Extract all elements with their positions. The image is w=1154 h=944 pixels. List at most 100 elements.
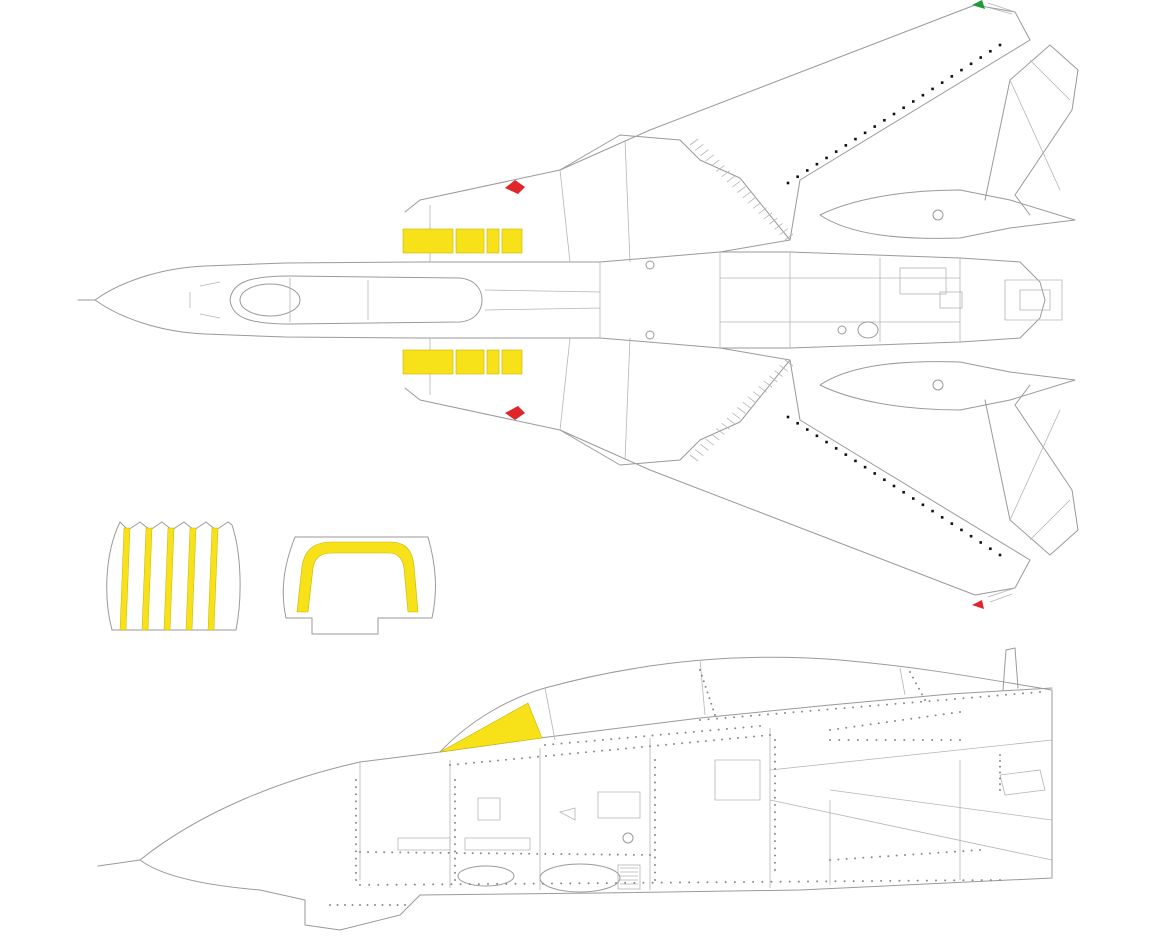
rivet [423, 883, 425, 886]
hatch-line [763, 212, 773, 220]
rivet [847, 739, 850, 741]
rivet [999, 765, 1001, 768]
rivet [544, 744, 546, 746]
rivet [909, 671, 911, 673]
rivet [626, 736, 629, 739]
rivet [454, 879, 456, 881]
hatch-line [753, 202, 762, 209]
rivet [860, 705, 863, 708]
rivet [774, 767, 776, 770]
rivet [560, 853, 563, 856]
rivet [792, 711, 795, 714]
rivet [465, 762, 467, 765]
hatch-line [768, 217, 778, 225]
rivet [904, 854, 906, 856]
wing-strip-dot [998, 553, 1002, 557]
rivet [926, 715, 929, 718]
rivet [632, 853, 635, 856]
rivet [536, 852, 539, 855]
intake-yellow-strip [207, 527, 219, 631]
lower-engine-nacelle [819, 361, 1076, 411]
rivet [355, 800, 357, 803]
rivet [734, 727, 737, 730]
rivet [699, 719, 701, 721]
rivet [902, 718, 905, 721]
rivet [745, 736, 747, 739]
wing-strip-dot [815, 162, 819, 166]
rivet [355, 786, 357, 789]
rivet [929, 852, 931, 855]
rivet [529, 756, 531, 759]
rivet [886, 703, 888, 706]
rivet [915, 682, 917, 685]
rivet [999, 879, 1001, 881]
rivet [601, 738, 604, 741]
rivet [454, 807, 456, 810]
rivet [544, 852, 547, 855]
aircraft-top-view [77, 0, 1079, 609]
hatch-line [779, 228, 788, 236]
canopy-outline [229, 275, 483, 325]
rivet [610, 738, 613, 741]
rivet [940, 739, 943, 741]
rivet [454, 821, 456, 824]
rivet [937, 851, 940, 854]
rivet [684, 731, 687, 734]
windscreen-yellow-frame [296, 541, 419, 613]
lower-glove [404, 359, 791, 466]
rivet [942, 713, 945, 716]
rivet [697, 740, 699, 743]
rivet [383, 851, 386, 854]
rivet [634, 735, 637, 738]
rivet [359, 851, 361, 853]
glove-vane-mask [501, 228, 523, 254]
rivet [455, 852, 458, 854]
side-panel-lines [359, 728, 961, 890]
rivet [654, 834, 656, 836]
side-port [622, 832, 634, 844]
rivet [512, 852, 515, 855]
rivet [447, 851, 450, 854]
rivet [774, 861, 776, 864]
rivet [950, 712, 953, 715]
rivet [843, 707, 846, 710]
rivet [585, 740, 588, 743]
rivet [593, 750, 595, 753]
rivet [774, 753, 776, 756]
rivet [654, 781, 656, 784]
rivet [979, 849, 981, 851]
rivet [366, 904, 369, 906]
intake-yellow-strip [185, 527, 197, 631]
rivet [852, 706, 854, 709]
rivet [774, 796, 776, 799]
upper-wingtip-vents [987, 2, 1016, 15]
rivet [999, 754, 1001, 756]
wing-strip-dot [786, 181, 790, 185]
upper-glove-hatching [689, 138, 794, 241]
lower-nacelle-port [932, 379, 944, 391]
rivet [523, 882, 526, 885]
glove-vane-mask [402, 228, 454, 254]
rivet [568, 741, 571, 744]
rivet [704, 685, 707, 688]
hatch-line [700, 444, 709, 451]
rivet [367, 851, 370, 854]
rivet [911, 701, 914, 704]
hatch-line [721, 423, 730, 430]
rivet [454, 800, 456, 803]
rivet [615, 882, 617, 884]
rivet [1013, 693, 1016, 696]
intake-strip-mask-part [106, 521, 241, 631]
rivet [545, 755, 547, 757]
rivet [532, 882, 535, 885]
rivet [866, 739, 869, 741]
rivet [741, 715, 744, 718]
rivet [818, 709, 820, 712]
rivet [654, 849, 656, 851]
rivet [837, 727, 840, 730]
rivet [945, 851, 948, 854]
tail-boat-detail [1004, 279, 1063, 321]
rivet [742, 726, 745, 729]
spine-port [837, 325, 847, 335]
